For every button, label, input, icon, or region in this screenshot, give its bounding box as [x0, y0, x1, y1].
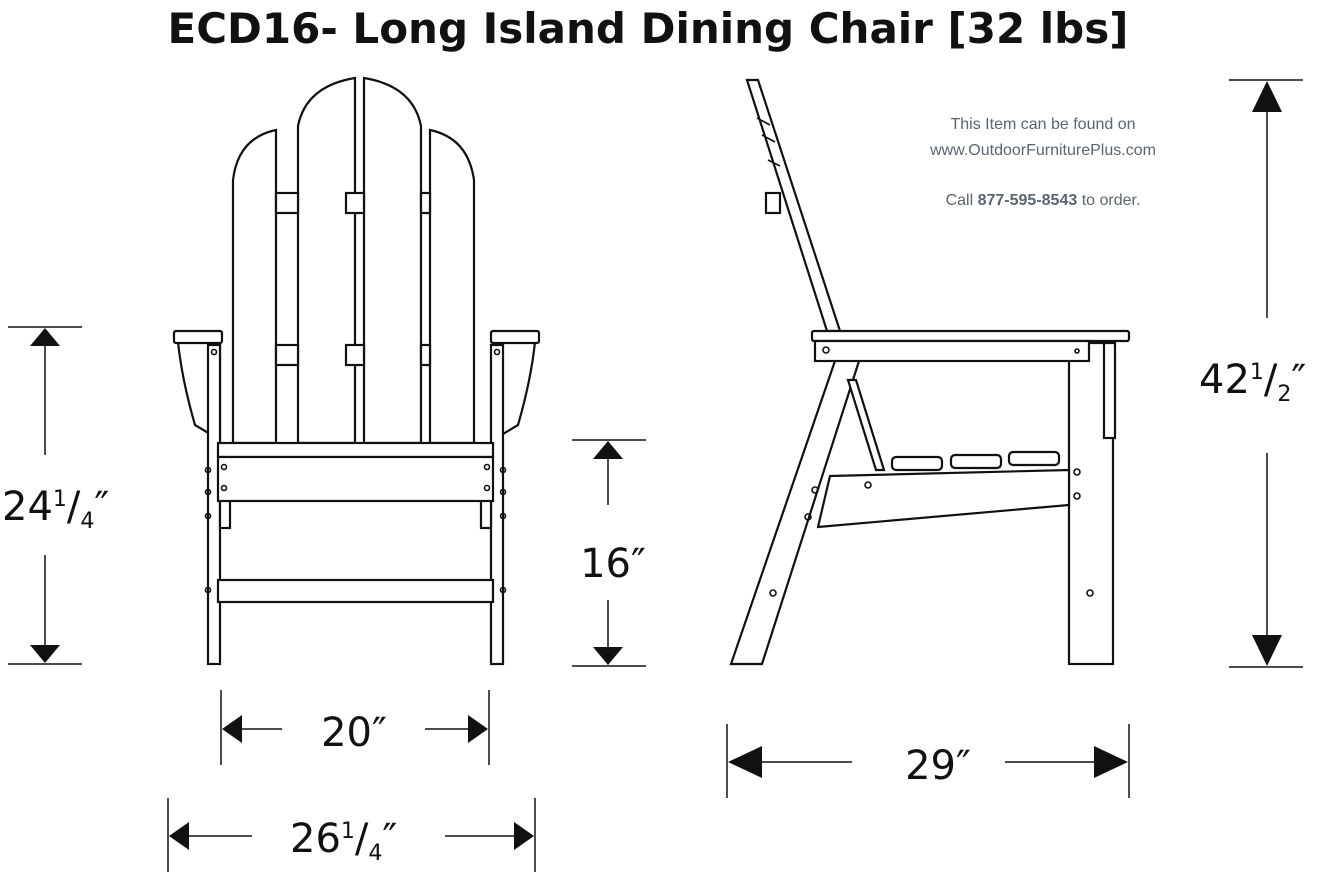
dim-front-height: 241/4″	[2, 326, 109, 665]
dim-outer-width-label: 261/4″	[290, 816, 397, 866]
side-screws	[769, 468, 1094, 597]
notice-call: Call 877-595-8543 to order.	[946, 192, 1141, 209]
seat-slat	[890, 455, 944, 472]
notice-url: www.OutdoorFurniturePlus.com	[929, 142, 1156, 159]
dim-seat-height: 16″	[572, 439, 646, 667]
backrest-brace	[764, 191, 782, 215]
seat-slat	[1007, 450, 1061, 467]
dim-inner-width: 20″	[220, 690, 490, 765]
dim-outer-width: 261/4″	[167, 798, 536, 872]
back-slat-outer-left	[231, 128, 278, 445]
dim-total-height-label: 421/2″	[1199, 357, 1306, 407]
backrest-slat-edges	[756, 117, 781, 167]
seat-slat	[949, 453, 1003, 470]
back-slats	[231, 76, 476, 445]
notice-line-1: This Item can be found on	[951, 116, 1136, 133]
front-stretcher	[216, 578, 495, 604]
dim-depth-label: 29″	[905, 743, 971, 789]
order-notice: This Item can be found on www.OutdoorFur…	[929, 116, 1156, 209]
front-screws	[204, 348, 507, 594]
back-slat-outer-right	[428, 128, 476, 445]
back-brace-lower	[419, 343, 432, 367]
armrest-right	[489, 329, 541, 345]
leg-block-left	[218, 498, 232, 530]
side-backrest	[745, 78, 842, 333]
dim-inner-width-label: 20″	[321, 710, 387, 756]
back-brace-lower	[274, 343, 300, 367]
front-view	[172, 76, 541, 666]
dim-front-height-label: 241/4″	[2, 484, 109, 534]
dim-seat-height-label: 16″	[580, 541, 646, 587]
side-rail	[816, 468, 1071, 529]
leg-block-right	[479, 498, 493, 530]
dim-depth: 29″	[726, 724, 1130, 798]
seat-top	[810, 329, 1131, 343]
back-brace-upper	[274, 191, 300, 215]
dim-total-height: 421/2″	[1199, 79, 1306, 668]
front-leg-right	[489, 343, 505, 666]
back-slat-center-right	[362, 76, 423, 445]
arm-post	[1102, 341, 1117, 440]
front-leg-left	[206, 343, 222, 666]
back-brace-upper	[419, 191, 432, 215]
front-apron	[216, 455, 495, 503]
diagram-title: ECD16- Long Island Dining Chair [32 lbs]	[167, 4, 1129, 53]
notice-phone: 877-595-8543	[978, 192, 1078, 209]
armrest-left	[172, 329, 224, 345]
back-slat-center-left	[296, 76, 357, 445]
seat-front-edge	[216, 441, 495, 459]
back-brace-lower	[344, 343, 366, 367]
side-apron	[813, 339, 1091, 363]
back-strut	[846, 378, 886, 472]
side-view	[729, 78, 1131, 666]
back-brace-upper	[344, 191, 366, 215]
